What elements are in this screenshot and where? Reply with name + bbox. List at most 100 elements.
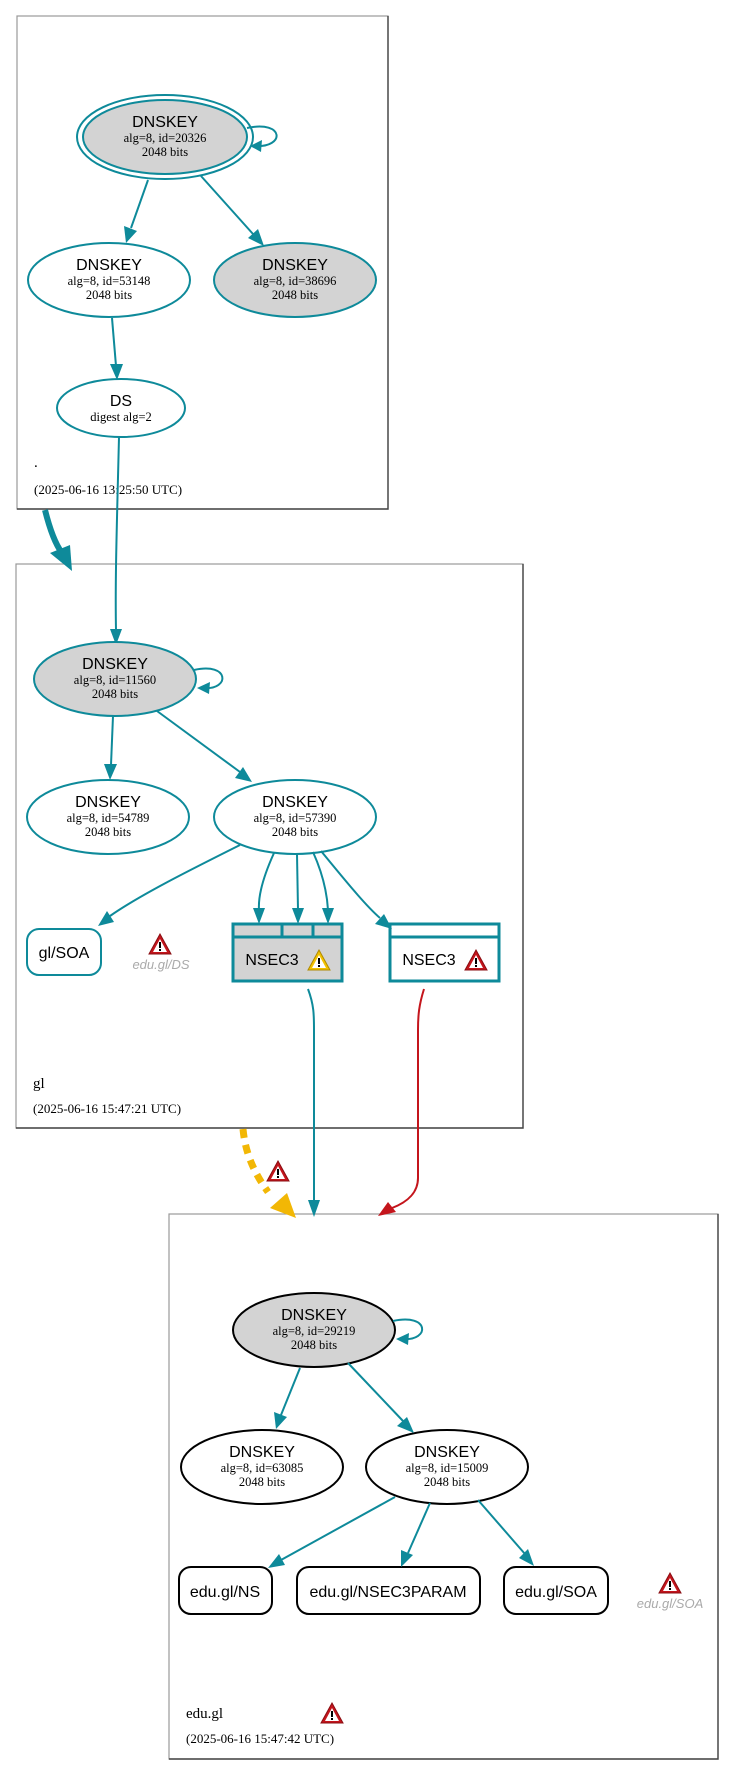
gl-dnskey-54789[interactable]: DNSKEY alg=8, id=54789 2048 bits — [26, 779, 190, 855]
node-size: 2048 bits — [424, 1475, 470, 1489]
arrowhead — [50, 545, 72, 571]
rr-label: NSEC3 — [402, 952, 455, 969]
rr-label: edu.gl/NS — [190, 1584, 260, 1601]
delegation-edge-gl-edu-gl — [239, 1128, 271, 1195]
edge-zsk2-to-soa — [109, 844, 241, 917]
node-type: DNSKEY — [132, 114, 198, 131]
gl-nsec3-a[interactable]: NSEC3 — [231, 922, 344, 983]
arrowhead — [308, 1200, 320, 1217]
arrowhead — [375, 914, 392, 929]
edge-gl-ksk-to-zsk1 — [110, 715, 114, 766]
self-edge — [392, 1318, 423, 1341]
zone-edu-gl-timestamp: (2025-06-16 15:47:42 UTC) — [186, 1731, 334, 1746]
arrowhead — [397, 1417, 414, 1433]
zone-gl-name: gl — [33, 1076, 45, 1092]
gl-nsec3-b[interactable]: NSEC3 — [388, 922, 501, 983]
edu-gl-dnskey-63085[interactable]: DNSKEY alg=8, id=63085 2048 bits — [180, 1429, 344, 1505]
zone-root-border — [17, 16, 389, 510]
edu-gl-nsec3param[interactable]: edu.gl/NSEC3PARAM — [296, 1566, 481, 1615]
node-size: 2048 bits — [272, 288, 318, 302]
edge-nsec3b-to-edu-gl — [391, 988, 425, 1209]
root-dnskey-20326[interactable]: DNSKEY alg=8, id=20326 2048 bits — [76, 94, 254, 180]
arrowhead — [292, 908, 304, 924]
edu-gl-ns[interactable]: edu.gl/NS — [178, 1566, 273, 1615]
arrowhead — [322, 908, 334, 924]
node-detail: alg=8, id=15009 — [406, 1461, 489, 1475]
node-type: DNSKEY — [262, 257, 328, 274]
edge-zsk2-to-nsec3b — [320, 850, 381, 919]
root-ds[interactable]: DS digest alg=2 — [56, 378, 186, 438]
rr-label: edu.gl/SOA — [515, 1584, 597, 1601]
self-edge — [246, 125, 278, 148]
arrowhead — [253, 908, 265, 924]
node-size: 2048 bits — [85, 825, 131, 839]
arrowhead — [270, 1193, 296, 1218]
node-detail: alg=8, id=38696 — [254, 274, 337, 288]
edge-zsk2-to-nsec3param — [407, 1502, 431, 1554]
rr-label: gl/SOA — [39, 945, 90, 962]
node-type: DNSKEY — [262, 794, 328, 811]
arrowhead — [110, 629, 122, 645]
ghost-edu-gl-ds[interactable]: edu.gl/DS — [132, 933, 190, 972]
node-type: DNSKEY — [82, 656, 148, 673]
node-size: 2048 bits — [239, 1475, 285, 1489]
edge-ds-to-gl-ksk — [114, 436, 120, 631]
node-type: DNSKEY — [75, 794, 141, 811]
arrowhead — [519, 1549, 534, 1566]
arrowhead — [274, 1412, 287, 1429]
arrowhead — [396, 1333, 409, 1345]
ghost-edu-gl-soa[interactable]: edu.gl/SOA — [637, 1572, 704, 1611]
node-size: 2048 bits — [92, 687, 138, 701]
gl-dnskey-57390[interactable]: DNSKEY alg=8, id=57390 2048 bits — [213, 779, 377, 855]
edge-edu-ksk-to-zsk1 — [280, 1367, 301, 1416]
node-type: DNSKEY — [76, 257, 142, 274]
edu-gl-dnskey-15009[interactable]: DNSKEY alg=8, id=15009 2048 bits — [365, 1429, 529, 1505]
edge-zsk2-to-nsec3a-2 — [296, 853, 299, 911]
arrowhead — [197, 682, 210, 694]
zone-gl-border — [16, 564, 524, 1129]
node-size: 2048 bits — [291, 1338, 337, 1352]
arrowhead — [248, 229, 264, 246]
edge-zsk2-to-nsec3a-3 — [312, 851, 329, 911]
edge-nsec3a-to-edu-gl — [307, 988, 315, 1202]
warning-icon — [266, 1160, 290, 1182]
edge-ksk-to-zsk2 — [200, 175, 254, 235]
edge-zsk1-to-ds — [111, 317, 117, 367]
ghost-label: edu.gl/SOA — [637, 1596, 704, 1611]
delegation-edge-root-gl — [42, 509, 65, 555]
arrowhead — [250, 140, 262, 152]
root-dnskey-38696[interactable]: DNSKEY alg=8, id=38696 2048 bits — [213, 242, 377, 318]
edge-zsk2-to-nsec3a-1 — [257, 852, 275, 911]
edge-zsk2-to-ns — [280, 1496, 396, 1561]
arrowhead — [124, 226, 137, 243]
gl-soa[interactable]: gl/SOA — [26, 928, 102, 976]
arrowhead — [401, 1550, 413, 1567]
gl-dnskey-11560[interactable]: DNSKEY alg=8, id=11560 2048 bits — [33, 641, 197, 717]
node-detail: alg=8, id=57390 — [254, 811, 337, 825]
node-type: DNSKEY — [229, 1444, 295, 1461]
edge-zsk2-to-soa — [477, 1499, 526, 1555]
arrowhead — [110, 364, 123, 380]
root-dnskey-53148[interactable]: DNSKEY alg=8, id=53148 2048 bits — [27, 242, 191, 318]
edu-gl-soa[interactable]: edu.gl/SOA — [503, 1566, 609, 1615]
zone-gl-timestamp: (2025-06-16 15:47:21 UTC) — [33, 1101, 181, 1116]
zone-root-name: . — [34, 455, 38, 471]
self-edge — [193, 667, 224, 690]
node-type: DNSKEY — [281, 1307, 347, 1324]
node-detail: alg=8, id=11560 — [74, 673, 156, 687]
node-size: 2048 bits — [86, 288, 132, 302]
rr-label: edu.gl/NSEC3PARAM — [309, 1584, 466, 1601]
zone-edu-gl-name: edu.gl — [186, 1706, 223, 1722]
node-size: 2048 bits — [272, 825, 318, 839]
arrowhead — [98, 911, 114, 926]
edu-gl-dnskey-29219[interactable]: DNSKEY alg=8, id=29219 2048 bits — [232, 1292, 396, 1368]
edge-gl-ksk-to-zsk2 — [156, 710, 241, 773]
ghost-label: edu.gl/DS — [132, 957, 189, 972]
node-detail: alg=8, id=63085 — [221, 1461, 304, 1475]
node-type: DNSKEY — [414, 1444, 480, 1461]
arrowhead — [104, 764, 117, 780]
arrowhead — [378, 1202, 396, 1216]
node-detail: alg=8, id=54789 — [67, 811, 150, 825]
arrowhead — [268, 1554, 285, 1568]
